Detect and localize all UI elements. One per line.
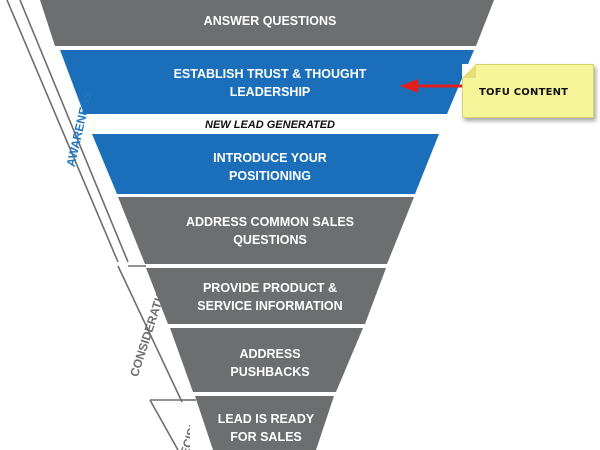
note-fold-corner — [462, 64, 476, 78]
segment-label-sales-questions-line1: ADDRESS COMMON SALES — [186, 215, 354, 229]
decision-bracket — [149, 399, 196, 450]
funnel-segment-address-pushbacks — [170, 328, 363, 392]
segment-label-introduce-line1: INTRODUCE YOUR — [213, 151, 327, 165]
segment-label-establish-trust-line1: ESTABLISH TRUST & THOUGHT — [174, 67, 367, 81]
tofu-content-label: TOFU CONTENT — [479, 87, 569, 98]
funnel-segment-introduce-positioning — [92, 134, 439, 194]
segment-label-establish-trust-line2: LEADERSHIP — [230, 85, 311, 99]
funnel-segment-new-lead-generated — [85, 116, 446, 132]
segment-label-pushbacks-line1: ADDRESS — [239, 347, 300, 361]
funnel-segment-lead-ready — [195, 396, 334, 450]
segment-label-lead-ready-line2: FOR SALES — [230, 430, 302, 444]
segment-label-pushbacks-line2: PUSHBACKS — [230, 365, 309, 379]
segment-label-lead-ready-line1: LEAD IS READY — [218, 412, 315, 426]
segment-label-new-lead-generated: NEW LEAD GENERATED — [205, 119, 335, 131]
funnel-segment-establish-trust — [60, 50, 474, 114]
funnel-segment-address-sales-questions — [118, 197, 414, 264]
funnel-segment-answer-questions — [40, 0, 494, 46]
tofu-content-sticky-note: TOFU CONTENT — [462, 64, 594, 118]
consideration-bracket — [117, 265, 183, 403]
segment-label-answer-questions: ANSWER QUESTIONS — [204, 14, 337, 28]
awareness-bracket — [6, 0, 129, 263]
segment-label-product-info-line2: SERVICE INFORMATION — [197, 299, 342, 313]
segment-label-product-info-line1: PROVIDE PRODUCT & — [203, 281, 337, 295]
segment-label-sales-questions-line2: QUESTIONS — [233, 233, 307, 247]
callout-arrow — [400, 79, 462, 93]
segment-label-introduce-line2: POSITIONING — [229, 169, 311, 183]
funnel-segment-product-service-info — [146, 268, 386, 324]
